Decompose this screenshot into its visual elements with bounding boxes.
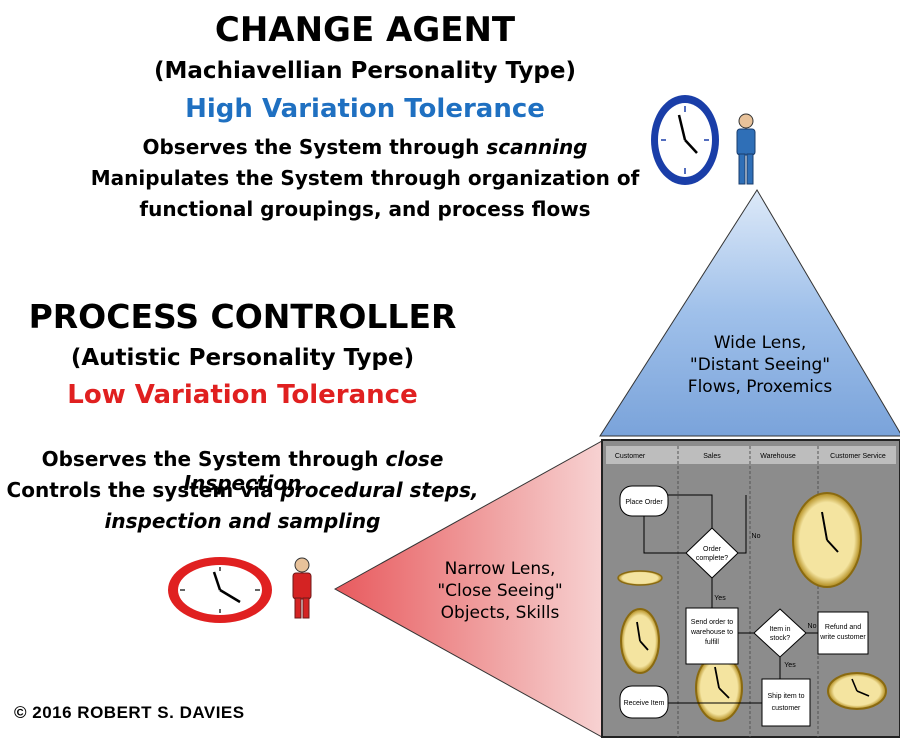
ship-item-node: [761, 678, 811, 727]
lane-sales: Sales: [703, 453, 721, 460]
gold-clock-icon: [695, 654, 743, 722]
item-in-stock-label-1: Item in: [769, 626, 790, 633]
send-order-label-1: Send order to: [691, 619, 734, 626]
process-controller-controls: Controls the system via procedural steps…: [0, 478, 485, 502]
refund-node: [817, 611, 869, 655]
copyright-notice: © 2016 ROBERT S. DAVIES: [14, 703, 245, 722]
yes-label-2: Yes: [784, 662, 796, 669]
narrow-lens-text: Narrow Lens, "Close Seeing" Objects, Ski…: [415, 558, 585, 624]
refund-label-2: write customer: [819, 634, 866, 641]
wide-lens-text: Wide Lens, "Distant Seeing" Flows, Proxe…: [660, 332, 860, 398]
red-person-icon: [292, 557, 312, 619]
receive-item-node: [619, 685, 669, 719]
change-agent-manipulates-2: functional groupings, and process flows: [139, 197, 591, 221]
wide-lens-triangle: [599, 189, 900, 437]
blue-person-icon: [736, 113, 756, 185]
change-agent-observes-italic: scanning: [486, 135, 588, 159]
lane-customer-service: Customer Service: [830, 453, 886, 460]
wide-lens-line1: Wide Lens,: [713, 333, 807, 353]
wide-lens-line2: "Distant Seeing": [689, 355, 831, 375]
refund-label-1: Refund and: [825, 624, 861, 631]
gold-clock-icon: [792, 492, 862, 588]
process-controller-controls-text: Controls the system via: [6, 478, 281, 502]
blue-clock-icon: [651, 95, 719, 185]
process-controller-personality: (Autistic Personality Type): [70, 345, 415, 371]
flowchart-labels: Customer Sales Warehouse Customer Servic…: [615, 453, 886, 712]
process-controller-observes: Observes the System through close Inspec…: [0, 447, 485, 495]
change-agent-observes-text: Observes the System through: [142, 135, 487, 159]
change-agent-title: CHANGE AGENT: [214, 10, 516, 50]
process-controller-controls-italic: procedural steps,: [280, 478, 479, 502]
ship-label-1: Ship item to: [768, 693, 805, 700]
no-label-2: No: [808, 623, 817, 630]
narrow-lens-line1: Narrow Lens,: [444, 559, 556, 579]
change-agent-observes: Observes the System through scanning: [0, 135, 730, 159]
process-controller-observes-text: Observes the System through: [41, 447, 386, 471]
narrow-lens-line3: Objects, Skills: [440, 603, 560, 623]
send-order-label-3: fulfill: [705, 639, 719, 646]
narrow-lens-line2: "Close Seeing": [437, 581, 563, 601]
process-controller-observes-italic: close Inspection: [183, 447, 444, 495]
flowchart-connectors: [643, 494, 818, 704]
order-complete-label-1: Order: [703, 546, 722, 553]
place-order-label: Place Order: [625, 499, 663, 506]
lane-customer: Customer: [615, 453, 646, 460]
change-agent-personality: (Machiavellian Personality Type): [154, 58, 576, 84]
item-in-stock-label-2: stock?: [770, 635, 790, 642]
change-agent-manipulates-1: Manipulates the System through organizat…: [90, 166, 640, 190]
process-controller-controls-2: inspection and sampling: [0, 509, 485, 533]
change-agent-tolerance: High Variation Tolerance: [185, 94, 545, 124]
send-order-node: [685, 607, 739, 665]
flowchart-shapes: [619, 485, 869, 727]
red-clock-icon: [168, 557, 272, 623]
process-controller-controls-line2: inspection and sampling: [104, 509, 381, 533]
send-order-label-2: warehouse to: [690, 629, 733, 636]
lane-warehouse: Warehouse: [760, 453, 796, 460]
gold-clock-icon: [827, 672, 887, 710]
no-label-1: No: [752, 533, 761, 540]
gold-clock-icon: [617, 570, 663, 586]
process-controller-title: PROCESS CONTROLLER: [28, 297, 457, 336]
ship-label-2: customer: [772, 705, 801, 712]
yes-label-1: Yes: [714, 595, 726, 602]
gold-clock-icon: [620, 608, 660, 674]
receive-label: Receive Item: [624, 700, 665, 707]
wide-lens-line3: Flows, Proxemics: [687, 377, 833, 397]
process-controller-tolerance: Low Variation Tolerance: [67, 380, 418, 410]
order-complete-label-2: complete?: [696, 555, 728, 562]
